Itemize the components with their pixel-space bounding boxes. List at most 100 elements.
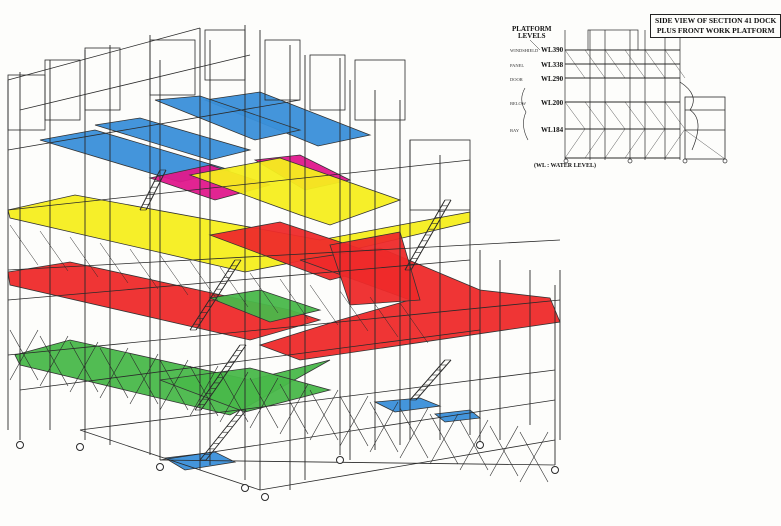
scaffold-brace bbox=[399, 302, 429, 344]
scaffold-ledger bbox=[7, 99, 301, 151]
front-work-platform bbox=[684, 96, 726, 160]
side-view-title-line2: PLUS FRONT WORK PLATFORM bbox=[656, 26, 775, 35]
scaffold-brace bbox=[519, 431, 549, 483]
scaffold-brace bbox=[339, 395, 369, 447]
stair-icon bbox=[199, 409, 247, 461]
stair-icon bbox=[189, 259, 242, 331]
side-view-line bbox=[584, 49, 606, 79]
side-view-title-line1: SIDE VIEW OF SECTION 41 DOCK bbox=[655, 16, 777, 25]
scaffold-brace bbox=[159, 254, 189, 296]
scaffold-brace bbox=[99, 242, 129, 284]
scaffold-frames bbox=[7, 25, 561, 491]
side-view-line bbox=[624, 101, 646, 130]
scaffold-ledger bbox=[159, 399, 556, 461]
scaffold-brace bbox=[99, 347, 129, 399]
side-view-drawing bbox=[521, 29, 728, 164]
water-level-note: (WL : WATER LEVEL) bbox=[534, 163, 596, 169]
level-label-wl290: WL290 bbox=[541, 75, 564, 83]
caster-wheel-icon bbox=[476, 441, 484, 449]
platform-green-upper bbox=[208, 289, 322, 323]
scaffold-ledger bbox=[259, 439, 556, 491]
side-view-line bbox=[564, 101, 586, 130]
side-view-line bbox=[664, 128, 686, 159]
side-view-line bbox=[564, 49, 586, 79]
scaffold-brace bbox=[39, 230, 69, 272]
scaffold-frame-icon bbox=[7, 74, 46, 131]
stair-rail bbox=[139, 169, 161, 211]
platform-levels-heading: PLATFORM LEVELS bbox=[512, 26, 552, 40]
colored-platforms bbox=[7, 91, 561, 471]
scaffold-frame-icon bbox=[309, 54, 346, 111]
scaffold-brace bbox=[249, 377, 279, 429]
scaffold-brace bbox=[39, 335, 69, 387]
side-view-line bbox=[624, 128, 646, 159]
platform-blue-base-2 bbox=[373, 397, 442, 413]
scaffold-brace bbox=[219, 371, 249, 423]
stair-icon bbox=[139, 169, 452, 461]
caster-wheel-icon bbox=[551, 466, 559, 474]
scaffold-brace bbox=[279, 383, 309, 435]
side-view-title: SIDE VIEW OF SECTION 41 DOCK PLUS FRONT … bbox=[650, 14, 781, 38]
scaffold-brace bbox=[69, 341, 99, 393]
caster-wheel-icon bbox=[627, 158, 633, 164]
side-view-line bbox=[664, 49, 686, 79]
scaffold-ledger bbox=[19, 329, 481, 391]
caster-wheel-icon bbox=[16, 441, 24, 449]
side-tag-panel: PANEL bbox=[510, 63, 525, 68]
caster-wheel-icon bbox=[16, 441, 559, 501]
hull-outline bbox=[679, 81, 699, 151]
scaffold-frame-icon bbox=[84, 47, 121, 111]
stair-rail bbox=[199, 409, 241, 461]
scaffold-brace bbox=[339, 290, 369, 332]
scaffold-brace bbox=[279, 278, 309, 320]
scaffold-ledger bbox=[7, 259, 471, 301]
platform-yellow-upper bbox=[188, 157, 402, 226]
stair-rail bbox=[205, 409, 247, 461]
caster-wheel-icon bbox=[563, 158, 569, 164]
scaffold-brace bbox=[129, 248, 159, 290]
stair-icon bbox=[139, 169, 167, 211]
scaffold-brace bbox=[9, 329, 39, 381]
platform-levels-heading-line2: LEVELS bbox=[517, 32, 546, 40]
scaffold-brace bbox=[399, 407, 429, 459]
platform-blue-base-3 bbox=[433, 409, 482, 423]
scaffold-brace bbox=[219, 266, 249, 308]
scaffold-ledger bbox=[79, 369, 556, 431]
scaffold-ledger bbox=[7, 239, 561, 271]
side-view-line bbox=[644, 49, 666, 79]
level-label-wl200: WL200 bbox=[541, 99, 564, 107]
scaffold-brace bbox=[489, 425, 519, 477]
scaffold-brace bbox=[189, 365, 219, 417]
side-view-line bbox=[684, 129, 726, 160]
scaffold-brace bbox=[309, 389, 339, 441]
hull-outline-left bbox=[521, 87, 529, 141]
side-view-line bbox=[644, 128, 666, 159]
level-label-wl338: WL338 bbox=[541, 61, 564, 69]
scaffold-brace bbox=[369, 401, 399, 453]
side-view-line bbox=[529, 39, 541, 51]
caster-wheel-icon bbox=[336, 456, 344, 464]
level-label-wl390: WL390 bbox=[541, 46, 564, 54]
scaffold-brace bbox=[309, 284, 339, 326]
side-tag-door: DOOR bbox=[510, 77, 523, 82]
side-view-top-frame bbox=[587, 29, 639, 51]
side-tag-windshield: WINDSHIELD bbox=[510, 48, 539, 53]
caster-wheel-icon bbox=[682, 158, 688, 164]
scaffold-brace bbox=[459, 419, 489, 471]
level-label-wl184: WL184 bbox=[541, 126, 564, 134]
side-tag-below: BELOW bbox=[510, 101, 526, 106]
scaffold-brace bbox=[429, 413, 459, 465]
scaffold-brace bbox=[129, 353, 159, 405]
side-view-line bbox=[564, 128, 586, 159]
scaffold-brace bbox=[69, 236, 99, 278]
stair-icon bbox=[194, 344, 247, 411]
platform-red-left bbox=[7, 261, 322, 341]
side-view-line bbox=[604, 101, 626, 130]
scaffold-frame-icon bbox=[409, 139, 471, 211]
caster-wheel-icon bbox=[241, 484, 249, 492]
scaffold-brace bbox=[249, 272, 279, 314]
platform-blue-top-2 bbox=[154, 95, 302, 141]
scaffold-ledger bbox=[7, 299, 561, 356]
side-view-line bbox=[584, 128, 606, 159]
